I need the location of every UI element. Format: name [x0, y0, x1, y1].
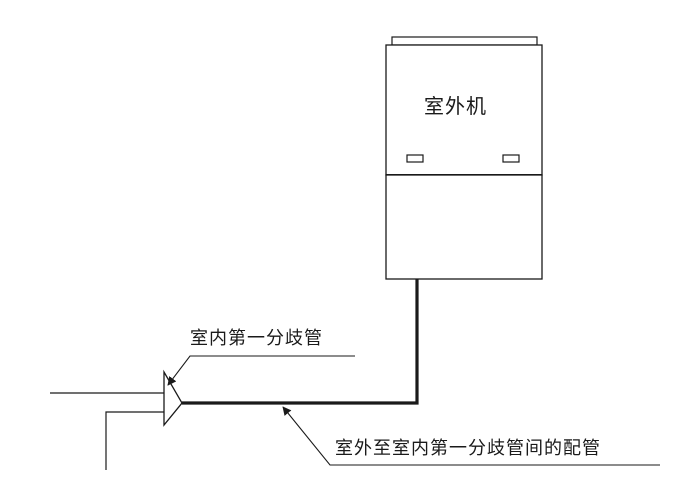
- first-branch-pipe-label: 室内第一分歧管: [190, 328, 323, 349]
- connecting-pipe-label: 室外至室内第一分歧管间的配管: [335, 438, 601, 459]
- outdoor-unit-vent-left: [406, 154, 424, 163]
- main-pipe: [182, 279, 419, 405]
- outdoor-unit-lower-panel: [385, 174, 543, 280]
- outdoor-unit-top-cap: [391, 36, 538, 46]
- outdoor-unit-upper-panel: [385, 44, 543, 176]
- outdoor-unit: [385, 36, 543, 280]
- outdoor-unit-vent-right: [502, 154, 520, 163]
- outdoor-unit-label: 室外机: [424, 94, 487, 118]
- branch-pipe-symbol: [163, 369, 183, 427]
- pipe-leader-line: [282, 406, 660, 466]
- indoor-pipe-lower: [105, 411, 164, 470]
- branch-leader-line: [167, 355, 355, 386]
